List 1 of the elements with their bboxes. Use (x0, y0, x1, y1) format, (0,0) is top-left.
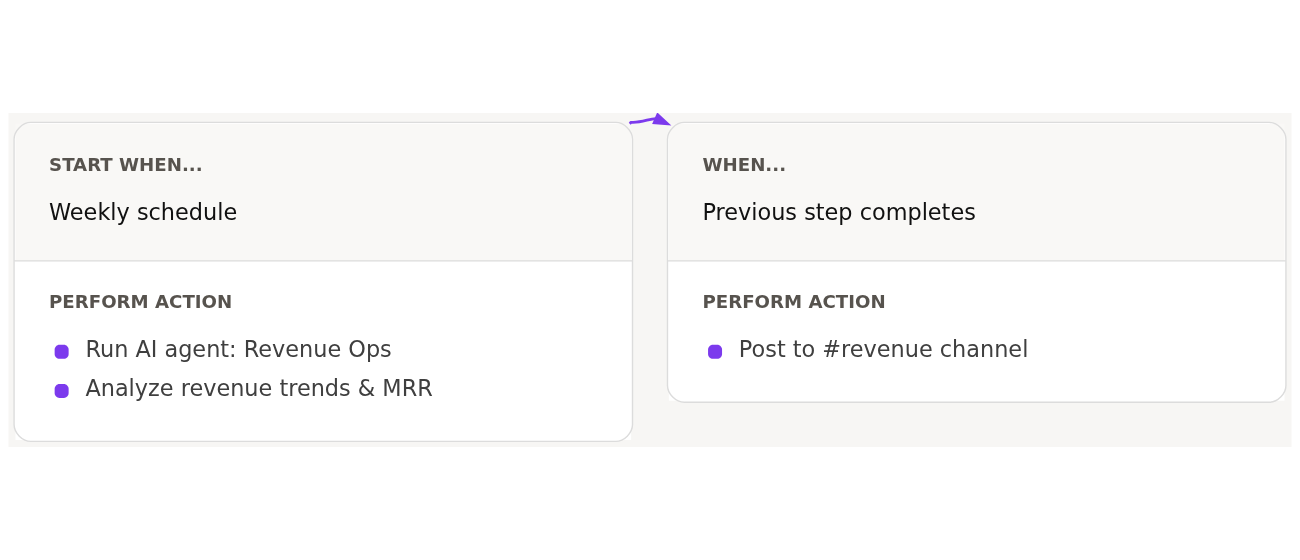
arrow (628, 113, 672, 126)
